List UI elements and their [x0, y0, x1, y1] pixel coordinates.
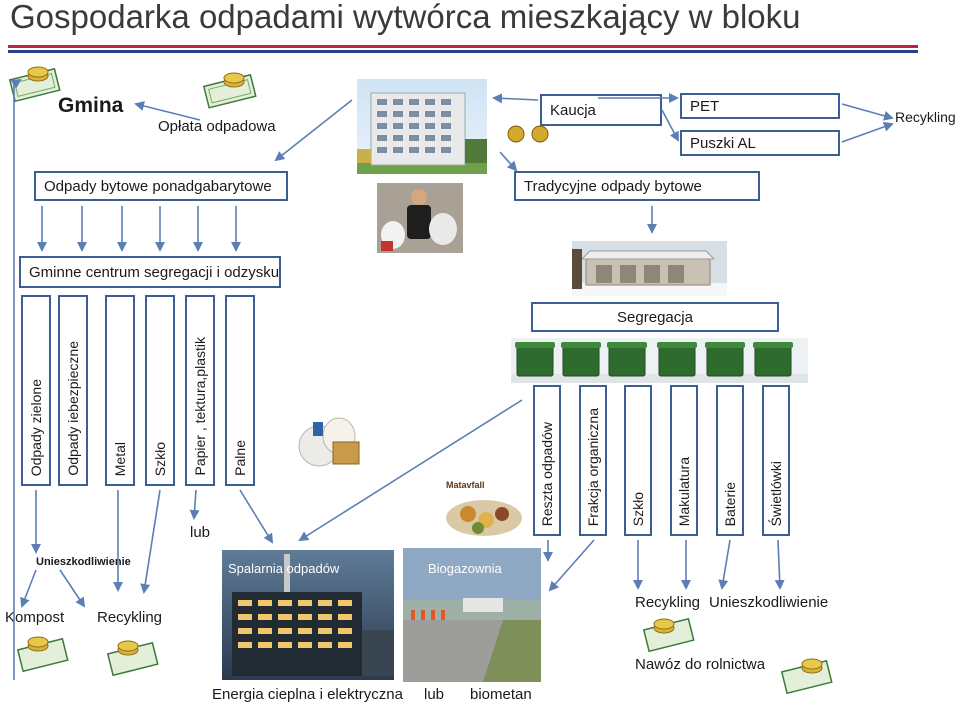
coins-icon — [507, 125, 549, 143]
lub-label: lub — [190, 524, 211, 541]
column-label: Reszta odpadów — [539, 421, 555, 526]
title-rule-blue — [8, 50, 918, 53]
column-label: Szkło — [630, 491, 646, 526]
column-label: Metal — [112, 441, 128, 476]
column-baterie: Baterie — [716, 385, 744, 536]
recykling-right-label: Recykling — [635, 594, 701, 611]
money-icon — [106, 640, 159, 676]
tradycyjne-box: Tradycyjne odpady bytowe — [514, 171, 760, 201]
column-label: Makulatura — [676, 456, 692, 526]
money-icon — [780, 658, 833, 695]
spalarnia-image — [222, 550, 394, 680]
money-icon — [202, 72, 257, 109]
ponadgabarytowe-label: Odpady bytowe ponadgabarytowe — [44, 177, 272, 195]
matavfall-label: Matavfall — [446, 480, 485, 490]
lub-bottom-label: lub — [424, 686, 445, 703]
column-palne: Palne — [225, 295, 255, 486]
apartment-block-image — [357, 79, 487, 174]
recykling-left-label: Recykling — [97, 609, 163, 626]
column-label: Szkło — [152, 441, 168, 476]
money-icon — [642, 617, 695, 652]
unieszkodliwienie-small-label: Unieszkodliwienie — [36, 556, 131, 568]
spalarnia-label: Spalarnia odpadów — [228, 561, 340, 576]
column-label: Palne — [232, 440, 248, 476]
segregacja-label: Segregacja — [617, 308, 693, 326]
column-szklo-right: Szkło — [624, 385, 652, 536]
ponadgabarytowe-box: Odpady bytowe ponadgabarytowe — [34, 171, 288, 201]
puszki-box: Puszki AL — [680, 130, 840, 156]
pet-box: PET — [680, 93, 840, 119]
bins-image — [511, 338, 808, 383]
column-metal: Metal — [105, 295, 135, 486]
column-label: Świetlówki — [768, 460, 784, 526]
recykling-top-label: Recykling — [895, 109, 956, 125]
biometan-label: biometan — [470, 686, 532, 703]
person-with-bags-image — [377, 183, 463, 253]
puszki-label: Puszki AL — [690, 134, 756, 152]
column-label: Papier , tektura,plastik — [192, 337, 208, 476]
column-makulatura: Makulatura — [670, 385, 698, 536]
page-title: Gospodarka odpadami wytwórca mieszkający… — [10, 0, 801, 35]
energia-label: Energia cieplna i elektryczna — [212, 686, 403, 703]
kaucja-label: Kaucja — [550, 101, 596, 119]
money-icon — [16, 636, 69, 672]
oplata-label: Opłata odpadowa — [158, 118, 276, 135]
column-szklo: Szkło — [145, 295, 175, 486]
biogazownia-image — [403, 548, 541, 682]
gmina-label: Gmina — [58, 94, 124, 117]
column-frakcja-organiczna: Frakcja organiczna — [579, 385, 607, 536]
centrum-box: Gminne centrum segregacji i odzysku — [19, 256, 281, 288]
centrum-label: Gminne centrum segregacji i odzysku — [29, 263, 280, 281]
kaucja-box: Kaucja — [540, 94, 662, 126]
segregation-center-image — [572, 241, 727, 296]
column-label: Odpady zielone — [28, 378, 44, 476]
pet-label: PET — [690, 97, 720, 115]
nawoz-label: Nawóz do rolnictwa — [635, 656, 766, 673]
column-reszta-odpadow: Reszta odpadów — [533, 385, 561, 536]
tradycyjne-label: Tradycyjne odpady bytowe — [524, 177, 702, 195]
column-odpady-zielone: Odpady zielone — [21, 295, 51, 486]
column-label: Baterie — [722, 481, 738, 526]
column-swietlowki: Świetlówki — [762, 385, 790, 536]
segregacja-box: Segregacja — [531, 302, 779, 332]
money-icon — [8, 66, 61, 103]
biogazownia-label: Biogazownia — [428, 561, 502, 576]
trash-bags-image — [295, 402, 365, 470]
kompost-label: Kompost — [5, 609, 65, 626]
unieszkodliwienie-right-label: Unieszkodliwienie — [709, 594, 829, 611]
title-rule-red — [8, 45, 918, 48]
column-label: Odpady iebezpieczne — [65, 341, 81, 476]
column-papier: Papier , tektura,plastik — [185, 295, 215, 486]
column-odpady-niebezpieczne: Odpady iebezpieczne — [58, 295, 88, 486]
column-label: Frakcja organiczna — [585, 407, 601, 526]
